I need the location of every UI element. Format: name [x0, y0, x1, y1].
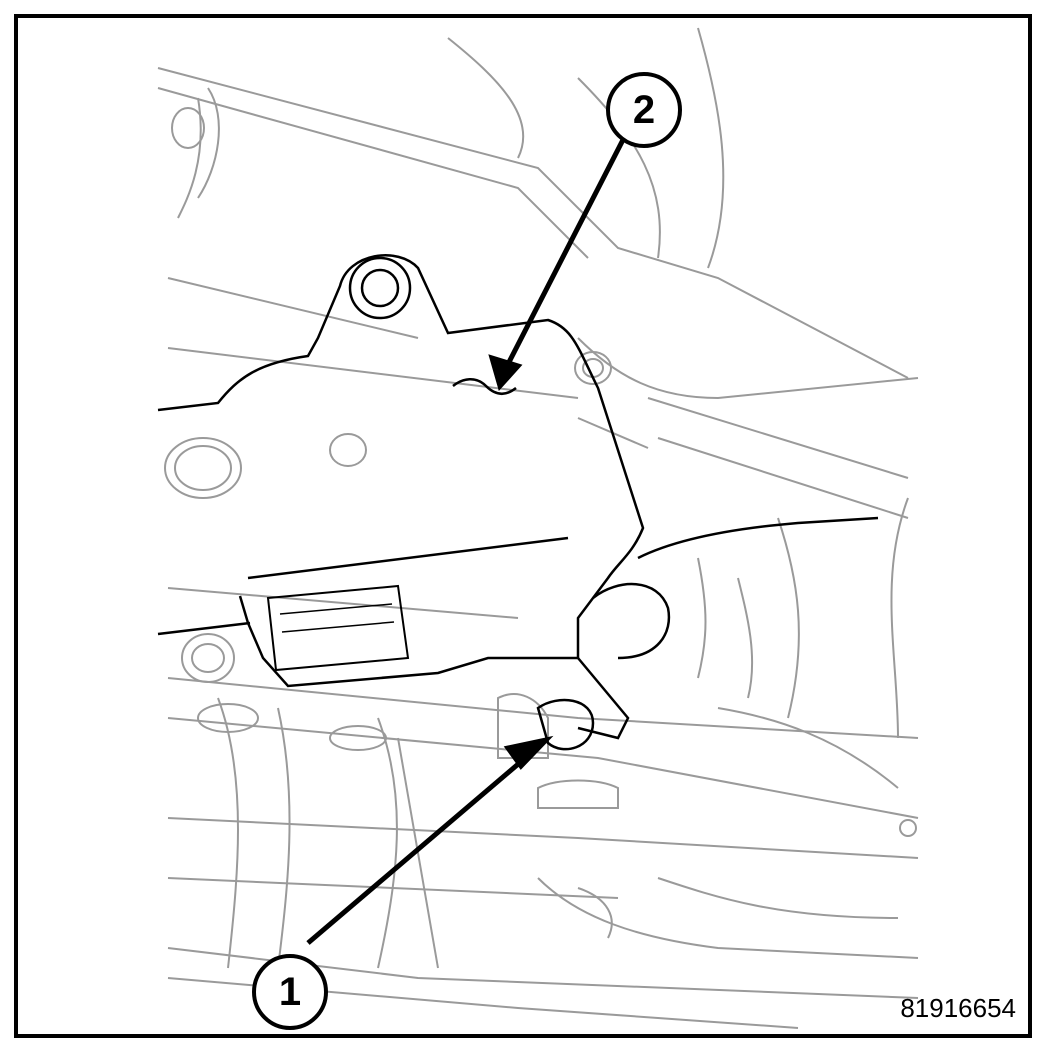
module-housing — [157, 254, 879, 751]
figure-frame: 2 1 81916654 — [14, 14, 1032, 1038]
arrowhead-1 — [503, 735, 554, 770]
callout-2: 2 — [606, 72, 682, 148]
background-structure — [157, 27, 919, 1029]
leader-arrows — [306, 128, 631, 945]
arrowhead-2 — [488, 354, 523, 392]
leader-line-1 — [306, 752, 532, 945]
leader-line-2 — [503, 128, 631, 370]
mechanical-illustration — [157, 27, 919, 1029]
callout-1: 1 — [252, 954, 328, 1030]
figure-id: 81916654 — [900, 993, 1016, 1023]
